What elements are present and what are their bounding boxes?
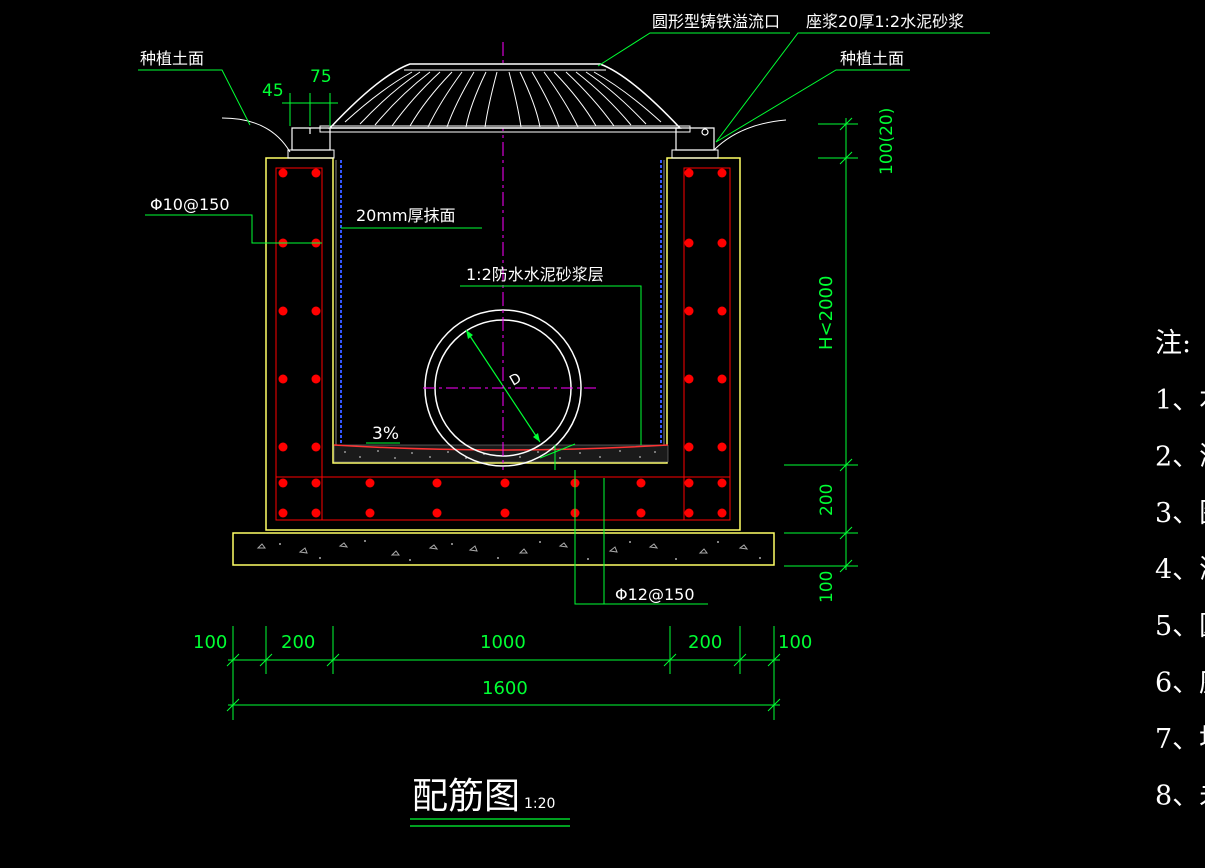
dim-100-left: 100	[193, 632, 227, 653]
note-item: 7、地	[1155, 724, 1205, 755]
dim-1000: 1000	[480, 632, 526, 653]
rebar-dot	[432, 508, 442, 518]
mortar-bed-right	[671, 149, 719, 159]
rebar-dot	[500, 508, 510, 518]
dim-200-right: 200	[688, 632, 722, 653]
rebar-dot	[636, 478, 646, 488]
rebar-dot	[278, 442, 288, 452]
drawing-scale: 1:20	[524, 796, 555, 812]
rebar-dot	[684, 374, 694, 384]
rebar-dot	[684, 238, 694, 248]
soil-surface-label-left: 种植土面	[140, 49, 204, 68]
rebar-dot	[278, 168, 288, 178]
rebar-dot	[432, 478, 442, 488]
notes-list: 1、本 2、溢 3、图 4、溢 5、圆 6、座 7、地 8、未	[1155, 385, 1205, 812]
rebar-dot	[311, 374, 321, 384]
rebar-dot	[717, 168, 727, 178]
dim-1600: 1600	[482, 678, 528, 699]
plaster-label: 20mm厚抹面	[356, 206, 456, 225]
rebar-dot	[365, 508, 375, 518]
bottom-dimension	[226, 626, 781, 720]
rebar-dot	[684, 508, 694, 518]
cast-iron-grate	[319, 63, 691, 133]
rebar-dot	[311, 478, 321, 488]
waterproof-layer-label: 1:2防水水泥砂浆层	[466, 265, 604, 284]
dim-200-left: 200	[281, 632, 315, 653]
waterproof-mortar-layer	[333, 444, 669, 463]
slope-label: 3%	[372, 424, 399, 444]
grate-seat-right	[675, 127, 715, 151]
leader-lines	[138, 32, 990, 605]
rebar-dot	[717, 442, 727, 452]
rebar-dot	[684, 168, 694, 178]
rebar-dot	[500, 478, 510, 488]
note-item: 3、图	[1155, 498, 1205, 529]
bottom-rebar-label: Φ12@150	[615, 585, 695, 604]
right-dimension	[784, 117, 858, 573]
rebar-dot	[311, 508, 321, 518]
rebar-dot	[311, 306, 321, 316]
concrete-box	[265, 157, 741, 531]
rebar-dot	[717, 478, 727, 488]
note-item: 8、未	[1155, 781, 1205, 812]
rebar-dot	[278, 508, 288, 518]
note-item: 2、溢	[1155, 442, 1205, 473]
rebar-dot	[684, 306, 694, 316]
dim-pad: 100	[817, 571, 837, 603]
soil-surface-label-right: 种植土面	[840, 49, 904, 68]
rebar-dot	[684, 442, 694, 452]
rebar-dot	[278, 374, 288, 384]
notes-heading: 注:	[1155, 328, 1191, 359]
rebar-dot	[717, 374, 727, 384]
rebar-dot	[278, 478, 288, 488]
plaster-layer	[335, 160, 665, 445]
dim-45: 45	[262, 81, 284, 101]
rebar-dot	[311, 168, 321, 178]
dim-100-right: 100	[778, 632, 812, 653]
dim-base: 200	[817, 484, 837, 516]
soil-line-left	[221, 117, 291, 153]
pipe-diameter-label: D	[507, 370, 524, 389]
top-dimension	[282, 93, 338, 126]
note-item: 4、溢	[1155, 555, 1205, 586]
wall-rebar-label: Φ10@150	[150, 195, 230, 214]
rebar-dot	[717, 306, 727, 316]
outlet-pipe	[423, 309, 598, 467]
grate-seat-left	[291, 127, 331, 151]
note-item: 5、圆	[1155, 611, 1205, 642]
dim-cover: 100(20)	[877, 108, 897, 175]
rebar-dot	[365, 478, 375, 488]
mortar-bed-label: 座浆20厚1:2水泥砂浆	[806, 12, 964, 31]
mortar-bed-left	[287, 149, 335, 159]
rebar-dot	[684, 478, 694, 488]
rebar-dot	[311, 442, 321, 452]
note-item: 6、座	[1155, 668, 1205, 699]
note-item: 1、本	[1155, 385, 1205, 416]
rebar-dot	[636, 508, 646, 518]
drawing-title: 配筋图	[412, 776, 520, 817]
rebar-dot	[717, 508, 727, 518]
foundation-pad	[232, 532, 775, 566]
rebar-dots	[278, 168, 727, 518]
rebar-dot	[278, 306, 288, 316]
grate-label: 圆形型铸铁溢流口	[652, 12, 780, 31]
rebar-dot	[717, 238, 727, 248]
soil-line-right	[713, 119, 787, 151]
dim-height: H<2000	[816, 276, 837, 350]
dim-75: 75	[310, 67, 332, 87]
